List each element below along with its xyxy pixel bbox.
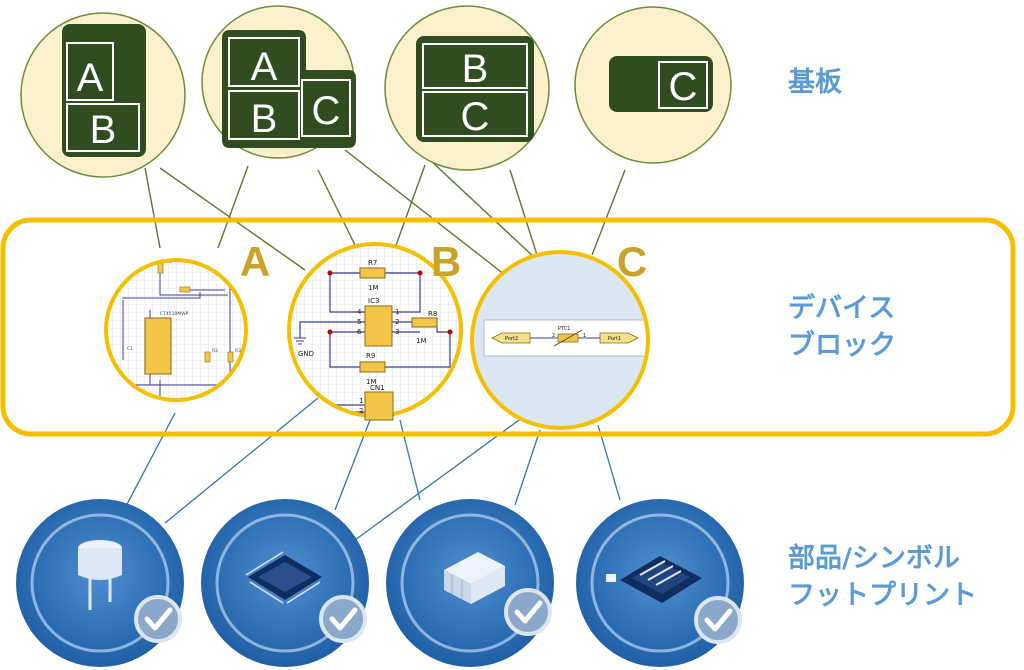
board-bubble-4: C (574, 6, 732, 164)
part-module-icon (606, 556, 702, 603)
schematic-label: R2 (212, 348, 218, 354)
schematic-label: Port1 (608, 336, 621, 342)
board-section-label: B (462, 47, 489, 91)
device-block-letter: A (240, 238, 270, 285)
board-section-label: A (77, 56, 104, 100)
schematic-label: CT4510MWP (160, 311, 189, 317)
board-ab-c-shape (222, 30, 356, 148)
board-section-label: B (251, 97, 278, 141)
check-icon (319, 595, 367, 643)
schematic-label: 1 (583, 333, 586, 339)
schematic-label: 1M (416, 337, 427, 345)
schematic-label: 6 (357, 328, 362, 336)
schematic-label: R8 (428, 310, 437, 318)
schematic-label: CN1 (370, 384, 385, 392)
board-section-label: B (90, 108, 117, 152)
device-block-a: R1 R2 R3 C1 PR0200RM174 CT4510MWP A (104, 238, 270, 402)
schematic-label: 4 (357, 308, 362, 316)
part-ic-chip-icon (245, 551, 322, 604)
board-a-b-shape (62, 24, 146, 157)
schematic-label: R9 (366, 352, 375, 360)
board-to-block-connectors (144, 149, 626, 276)
schematic-label: 1 (395, 308, 399, 316)
check-icon (694, 596, 742, 644)
device-block-letter: C (617, 238, 647, 285)
parts-row-label: 部品/シンボル フットプリント (788, 540, 977, 614)
schematic-label: 1M (366, 378, 377, 386)
schematic-label: 3 (395, 328, 399, 336)
device-block-letter: B (431, 238, 461, 285)
part-circle-4 (576, 499, 744, 667)
device-block-c: PTC1 Port2 Port1 2 1 C (470, 238, 650, 430)
board-section-label: C (312, 89, 341, 133)
schematic-label: IC3 (368, 297, 379, 305)
schematic-label: R7 (368, 259, 377, 267)
schematic-label: GND (298, 350, 314, 358)
board-section-label: A (251, 45, 278, 89)
boards-row-label: 基板 (788, 64, 842, 101)
device-blocks-row-label: デバイス ブロック (788, 290, 896, 364)
check-icon (134, 595, 182, 643)
schematic-label: R3 (235, 348, 241, 354)
boards-label: 基板 (788, 67, 842, 98)
schematic-label: R1 (166, 259, 172, 265)
schematic-label: 2 (552, 333, 555, 339)
part-smd-component-icon (444, 552, 505, 604)
board-section-label: C (669, 65, 698, 109)
parts-label-line2: フットプリント (788, 580, 977, 611)
schematic-label: 2 (395, 318, 399, 326)
part-circle-1 (16, 499, 184, 667)
device-blocks-label-line1: デバイス (788, 293, 896, 324)
check-icon (504, 588, 552, 636)
schematic-label: C1 (127, 346, 133, 352)
schematic-label: 5 (357, 318, 361, 326)
device-block-b: R7 1M IC3 R8 1M R9 1M GND CN1 4 5 6 1 2 … (287, 238, 463, 421)
part-circle-2 (201, 499, 369, 667)
board-bubble-3: B C (384, 5, 550, 171)
schematic-label: 1 (359, 397, 363, 405)
schematic-label: Port2 (505, 336, 518, 342)
schematic-label: 2 (359, 407, 363, 415)
board-section-label: C (461, 95, 490, 139)
device-block-frame (0, 217, 1016, 437)
part-through-hole-component-icon (78, 540, 122, 610)
schematic-label: PTC1 (558, 326, 570, 332)
board-bubble-2: A B C (201, 5, 356, 159)
device-blocks-label-line2: ブロック (788, 330, 896, 361)
part-circle-3 (386, 499, 554, 667)
parts-label-line1: 部品/シンボル (788, 543, 960, 574)
board-c-shape (609, 56, 713, 112)
schematic-label: 1M (368, 284, 379, 292)
board-bubble-1: A B (20, 12, 186, 178)
